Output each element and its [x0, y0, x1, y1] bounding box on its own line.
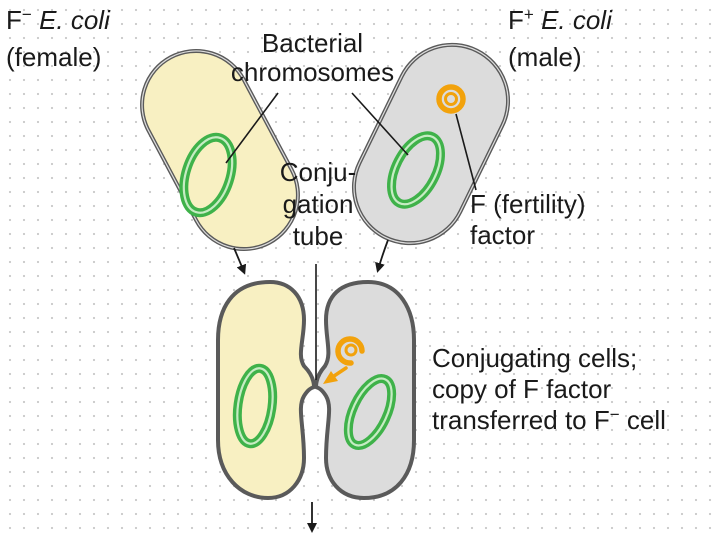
female-cell — [140, 48, 300, 252]
f-factor-replicating — [335, 336, 365, 366]
label-f-plus-ecoli: F+ E. coli — [508, 5, 612, 35]
conjugating-female-cell — [216, 279, 317, 501]
label-male: (male) — [508, 42, 582, 72]
leader-f-factor — [455, 113, 477, 191]
label-conjugation-tube: Conju- gation tube — [279, 157, 357, 251]
label-conjugating-cells: Conjugating cells; copy of F factor tran… — [432, 343, 666, 435]
female-chromosome — [179, 132, 237, 218]
leader-bacterial-chromosomes-female — [225, 92, 279, 164]
f-factor-plasmid — [436, 84, 466, 114]
label-female: (female) — [6, 42, 102, 72]
male-chromosome — [387, 131, 445, 209]
conjugating-female-chromosome — [232, 363, 278, 449]
label-bacterial-chromosomes: Bacterial chromosomes — [230, 28, 395, 87]
arrow-female-down — [233, 247, 247, 275]
leader-bacterial-chromosomes-male — [351, 92, 409, 156]
conjugating-male-chromosome — [343, 374, 397, 450]
arrow-male-down — [375, 239, 389, 273]
label-f-fertility-factor: F (fertility) factor — [470, 189, 586, 250]
f-factor-transfer-arrow — [323, 366, 348, 384]
label-f-minus-ecoli: F− E. coli — [6, 5, 110, 35]
